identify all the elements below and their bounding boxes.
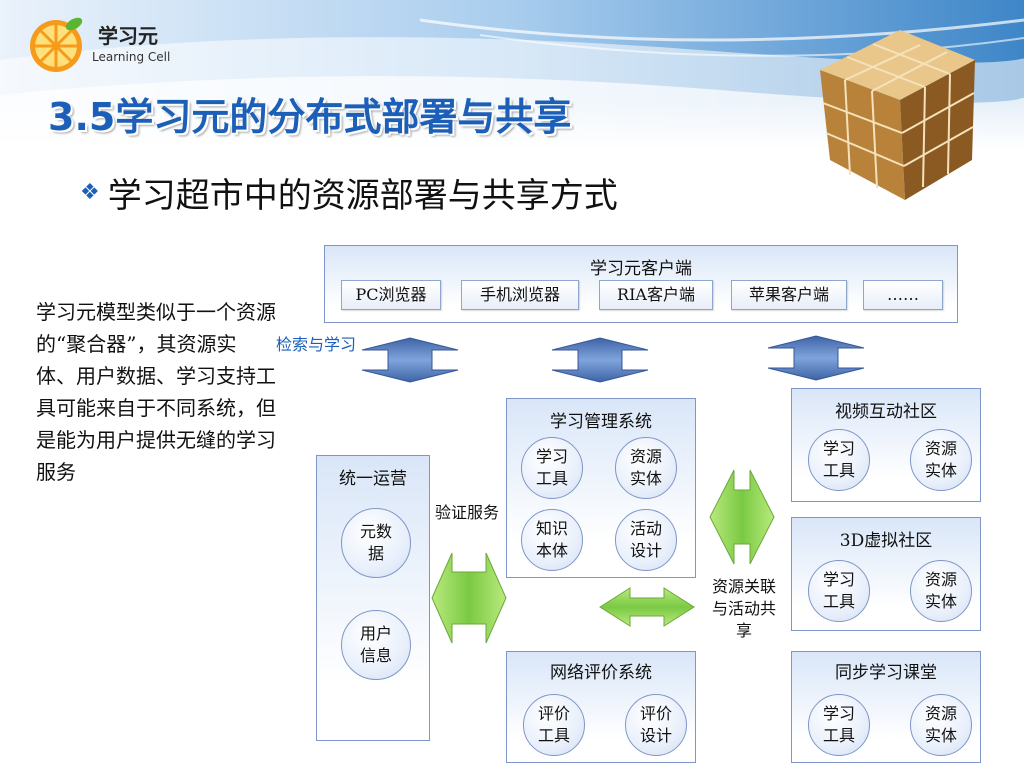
virtual3d-tool-circle[interactable]: 学习工具 bbox=[808, 560, 870, 622]
unified-ops-title: 统一运营 bbox=[339, 469, 407, 489]
lms-activity-circle[interactable]: 活动设计 bbox=[615, 509, 677, 571]
verify-label: 验证服务 bbox=[434, 503, 499, 522]
subtitle-row: ❖ 学习超市中的资源部署与共享方式 bbox=[80, 168, 618, 217]
lms-ontology-circle[interactable]: 知识本体 bbox=[521, 509, 583, 571]
video-community-box: 视频互动社区 学习工具 资源实体 bbox=[791, 388, 981, 502]
virtual3d-resource-circle[interactable]: 资源实体 bbox=[910, 560, 972, 622]
sync-resource-circle[interactable]: 资源实体 bbox=[910, 694, 972, 756]
sync-resource-label: 资源实体 bbox=[924, 704, 957, 745]
eval-box: 网络评价系统 评价工具 评价设计 bbox=[506, 651, 696, 763]
lms-resource-label: 资源实体 bbox=[629, 447, 662, 488]
video-resource-circle[interactable]: 资源实体 bbox=[910, 429, 972, 491]
eval-design-label: 评价设计 bbox=[639, 704, 672, 745]
lms-tool-circle[interactable]: 学习工具 bbox=[521, 437, 583, 499]
lms-ontology-label: 知识本体 bbox=[535, 519, 568, 560]
eval-design-circle[interactable]: 评价设计 bbox=[625, 694, 687, 756]
lms-title: 学习管理系统 bbox=[550, 412, 652, 432]
lms-tool-label: 学习工具 bbox=[535, 447, 568, 488]
sync-classroom-title: 同步学习课堂 bbox=[835, 663, 937, 683]
unified-ops-box: 统一运营 元数据 用户信息 bbox=[316, 455, 430, 741]
resource-link-label: 资源关联与活动共享 bbox=[711, 577, 776, 640]
video-resource-label: 资源实体 bbox=[924, 439, 957, 480]
user-info-label: 用户信息 bbox=[359, 624, 392, 665]
logo-subname: Learning Cell bbox=[92, 50, 171, 64]
client-apple[interactable]: 苹果客户端 bbox=[731, 280, 847, 310]
logo: 学习元 Learning Cell bbox=[28, 14, 188, 74]
virtual3d-resource-label: 资源实体 bbox=[924, 570, 957, 611]
sync-tool-circle[interactable]: 学习工具 bbox=[808, 694, 870, 756]
page-title: 3.5学习元的分布式部署与共享 bbox=[48, 95, 572, 139]
logo-name: 学习元 bbox=[98, 24, 158, 48]
double-arrow-icon bbox=[431, 552, 507, 644]
metadata-circle[interactable]: 元数据 bbox=[341, 508, 411, 578]
eval-title: 网络评价系统 bbox=[550, 663, 652, 683]
video-community-title: 视频互动社区 bbox=[835, 402, 937, 422]
orange-logo-icon bbox=[30, 17, 83, 72]
virtual3d-tool-label: 学习工具 bbox=[822, 570, 855, 611]
client-ria[interactable]: RIA客户端 bbox=[599, 280, 713, 310]
cube-image bbox=[820, 30, 975, 200]
virtual3d-box: 3D虚拟社区 学习工具 资源实体 bbox=[791, 517, 981, 631]
sync-classroom-box: 同步学习课堂 学习工具 资源实体 bbox=[791, 651, 981, 763]
client-box: 学习元客户端 PC浏览器 手机浏览器 RIA客户端 苹果客户端 …… bbox=[324, 245, 958, 323]
diamond-bullet-icon: ❖ bbox=[80, 180, 100, 205]
eval-tool-label: 评价工具 bbox=[537, 704, 570, 745]
sync-tool-label: 学习工具 bbox=[822, 704, 855, 745]
double-arrow-icon bbox=[361, 337, 459, 383]
retrieve-label: 检索与学习 bbox=[275, 335, 356, 354]
double-arrow-icon bbox=[709, 469, 775, 565]
eval-tool-circle[interactable]: 评价工具 bbox=[523, 694, 585, 756]
client-pc-browser[interactable]: PC浏览器 bbox=[341, 280, 441, 310]
video-tool-label: 学习工具 bbox=[822, 439, 855, 480]
client-mobile-browser[interactable]: 手机浏览器 bbox=[461, 280, 579, 310]
double-arrow-icon bbox=[599, 587, 695, 627]
subtitle: 学习超市中的资源部署与共享方式 bbox=[107, 176, 618, 216]
client-title: 学习元客户端 bbox=[590, 259, 692, 279]
intro-text: 学习元模型类似于一个资源的“聚合器”，其资源实体、用户数据、学习支持工具可能来自… bbox=[36, 300, 276, 484]
client-more[interactable]: …… bbox=[863, 280, 943, 310]
lms-activity-label: 活动设计 bbox=[629, 519, 662, 560]
user-info-circle[interactable]: 用户信息 bbox=[341, 610, 411, 680]
metadata-label: 元数据 bbox=[359, 522, 392, 563]
double-arrow-icon bbox=[767, 335, 865, 381]
double-arrow-icon bbox=[551, 337, 649, 383]
lms-resource-circle[interactable]: 资源实体 bbox=[615, 437, 677, 499]
lms-box: 学习管理系统 学习工具 资源实体 知识本体 活动设计 bbox=[506, 398, 696, 578]
video-tool-circle[interactable]: 学习工具 bbox=[808, 429, 870, 491]
virtual3d-title: 3D虚拟社区 bbox=[839, 531, 933, 551]
